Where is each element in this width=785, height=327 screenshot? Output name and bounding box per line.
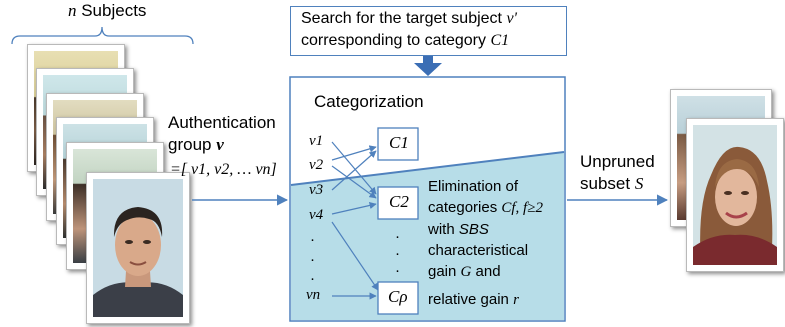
- arrow-v4-crho: [331, 221, 379, 291]
- auth-line-1: Authentication: [168, 113, 276, 132]
- input-dot-1: .: [311, 229, 315, 245]
- input-v2: v2: [309, 157, 324, 173]
- search-down-arrow: [414, 56, 442, 76]
- elim-sbs-var: SBS: [458, 221, 489, 238]
- elim-gain-var: G: [460, 264, 472, 280]
- search-var-1: v': [506, 10, 517, 27]
- elim-gain-rest: and: [471, 263, 501, 280]
- female-face-image: [693, 125, 777, 265]
- category-dot-1: .: [396, 226, 400, 242]
- subjects-bracket: [11, 26, 194, 45]
- output-line-1: Unpruned: [580, 152, 655, 171]
- output-subset-var: S: [634, 174, 644, 193]
- category-label-c2: C2: [389, 192, 409, 211]
- male-face-image: [93, 179, 183, 317]
- category-dot-2: .: [396, 243, 400, 259]
- output-photo-front: [686, 118, 784, 272]
- input-dot-2: .: [311, 249, 315, 265]
- elim-line-1: Elimination of: [428, 178, 519, 195]
- subject-photo-front: [86, 172, 190, 324]
- auth-group-var: v: [216, 135, 224, 154]
- category-label-c1: C1: [389, 133, 409, 152]
- arrow-v1-c2: [331, 141, 377, 195]
- output-line-2: subset S: [580, 174, 643, 194]
- arrow-v3-c1: [331, 150, 377, 191]
- search-text-2: corresponding to category: [301, 32, 491, 49]
- search-text-1: Search for the target subject: [301, 10, 507, 27]
- elimination-text: Elimination of categories Cf, f≥2 with S…: [428, 176, 543, 311]
- arrow-v4-c2: [331, 201, 377, 215]
- output-subset-text: subset: [580, 174, 635, 193]
- categorization-shaded-region: [291, 152, 564, 320]
- elim-line-2: categories Cf, f≥2: [428, 197, 543, 219]
- categorization-title: Categorization: [314, 92, 424, 111]
- input-v1: v1: [309, 133, 324, 149]
- elim-line-3: with SBS: [428, 219, 543, 240]
- auth-group-text: group: [168, 135, 217, 154]
- elim-line-5: gain G and: [428, 261, 543, 283]
- arrow-v2-c2: [331, 165, 377, 199]
- search-line-2: corresponding to category C1: [301, 32, 509, 50]
- category-box-c1: [377, 127, 419, 161]
- subjects-label: n Subjects: [68, 1, 146, 21]
- auth-line-2: group v: [168, 135, 224, 155]
- elim-gain-text: gain: [428, 263, 461, 280]
- input-v3: v3: [309, 182, 324, 198]
- input-v4: v4: [309, 207, 324, 223]
- category-label-crho: Cρ: [388, 287, 408, 306]
- arrow-v2-c1: [331, 145, 377, 161]
- category-box-crho: [377, 281, 419, 315]
- input-vn: vn: [306, 287, 321, 303]
- search-box: Search for the target subject v' corresp…: [290, 6, 567, 56]
- elim-categories-var: Cf, f≥2: [501, 200, 543, 216]
- subjects-label-text: Subjects: [76, 1, 147, 20]
- category-dot-3: .: [396, 260, 400, 276]
- elim-with-text: with: [428, 221, 459, 238]
- elim-relgain-text: relative gain: [428, 291, 514, 308]
- elim-relgain-var: r: [513, 292, 519, 308]
- elim-line-4: characteristical: [428, 242, 529, 259]
- auth-line-3: =[ v1, v2, … vn]: [170, 161, 277, 178]
- input-dot-3: .: [311, 268, 315, 284]
- categorization-divider: [290, 151, 565, 186]
- search-var-2: C1: [490, 32, 510, 49]
- search-line-1: Search for the target subject v': [301, 10, 517, 28]
- elim-categories-text: categories: [428, 199, 502, 216]
- category-box-c2: [377, 186, 419, 220]
- subjects-count-var: n: [68, 1, 77, 20]
- elim-line-6: relative gain r: [428, 289, 543, 311]
